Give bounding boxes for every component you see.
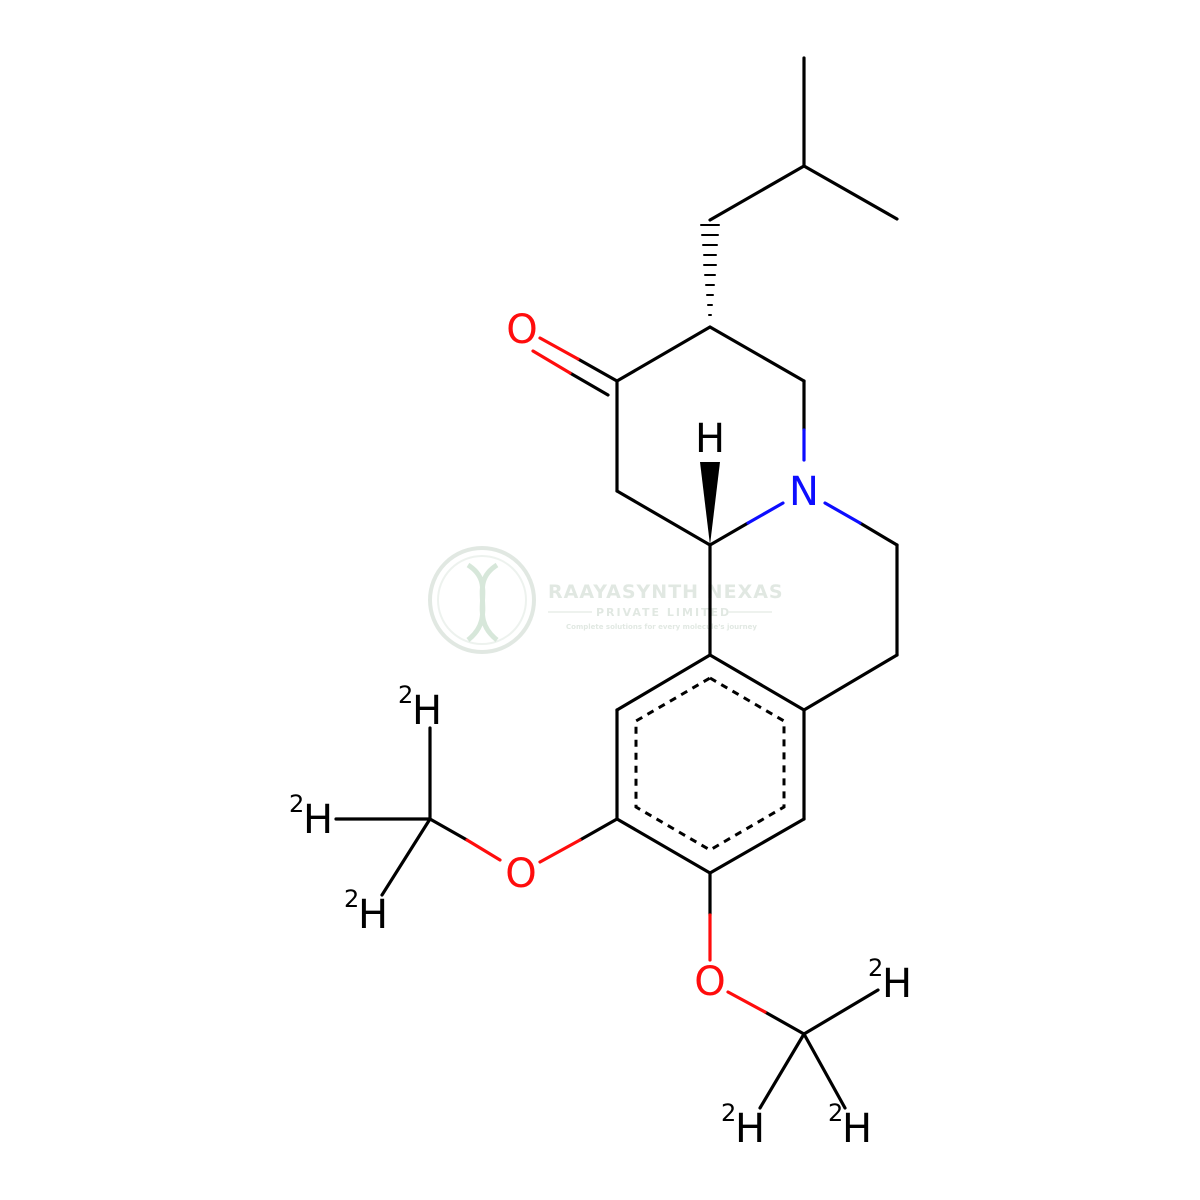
bond-ar-o1-black [578,817,619,842]
watermark-logo-inner [437,555,527,645]
svg-text:2: 2 [828,1099,843,1127]
watermark-subtitle: PRIVATE LIMITED [596,606,731,619]
atom-methoxy-oxygen-1: O [505,851,536,897]
bond-cd3b-d-right [802,988,880,1036]
bond-hashed-stereo-isobutyl [700,224,720,316]
bond-c1-c11b [615,489,712,547]
bond-o1-cd3-red [465,838,502,862]
deuterium-top: 2 H [398,681,442,734]
bond-c3-c4 [708,325,806,383]
watermark-logo-ring [428,546,536,654]
svg-text:2: 2 [868,954,883,982]
bond-methyl-right [802,164,899,221]
watermark: RAAYASYNTH NEXAS PRIVATE LIMITED Complet… [428,546,784,654]
svg-text:2: 2 [398,681,413,709]
watermark-company: RAAYASYNTH NEXAS [548,581,784,603]
bond-carbonyl-double [531,336,619,397]
bond-cd3-d-bottom [380,817,432,897]
deuterium-labels: 2 H 2 H 2 H 2 H 2 H 2 H [289,681,912,1152]
bond-c11b-n [708,521,750,547]
atom-ring-nitrogen: N [789,469,819,515]
bonds [334,56,899,1110]
bond-ar-6 [615,653,712,712]
bond-ar-4 [615,817,712,875]
bond-cd3b-d-right-low [802,1032,847,1110]
bond-c3-c2 [615,325,712,383]
aromatic-dashed-ring [634,676,786,852]
svg-text:2: 2 [344,885,359,913]
bond-o1-ar-red [538,838,582,864]
watermark-dna-icon [466,562,499,642]
bond-o2-cd3-red [726,990,767,1014]
svg-text:H: H [303,797,333,843]
bond-ar-1 [708,653,806,712]
svg-text:H: H [358,892,388,938]
watermark-tagline: Complete solutions for every molecule's … [566,623,757,631]
deuterium-left: 2 H [289,790,333,843]
bond-o2-cd3-black [763,1010,806,1036]
bond-o1-cd3-black [428,817,469,842]
bond-isopropyl-ch2 [708,164,806,222]
bond-colored-halves [465,428,862,1014]
svg-text:H: H [882,961,912,1007]
svg-text:2: 2 [721,1099,736,1127]
bond-n-c6 [858,521,899,547]
bond-c7-c7a [802,653,899,712]
svg-text:2: 2 [289,790,304,818]
bond-wedge-stereo-h [700,462,720,545]
atom-methoxy-oxygen-2: O [694,959,725,1005]
bond-n-c6-blue [823,501,862,525]
bond-n-c11b-blue [746,501,785,525]
atom-stereo-hydrogen: H [695,416,725,462]
deuterium-bottom-left: 2 H [344,885,388,938]
atom-labels: O N H O O [505,307,819,1005]
deuterium-bottom-right: 2 H [828,1099,872,1152]
svg-text:H: H [412,688,442,734]
svg-text:H: H [842,1106,872,1152]
bond-ar-3 [708,817,806,875]
deuterium-bottom-center: 2 H [721,1099,765,1152]
deuterium-right: 2 H [868,954,912,1007]
atom-carbonyl-oxygen: O [506,307,537,353]
bond-cd3b-d-left [758,1032,806,1110]
svg-text:H: H [735,1106,765,1152]
